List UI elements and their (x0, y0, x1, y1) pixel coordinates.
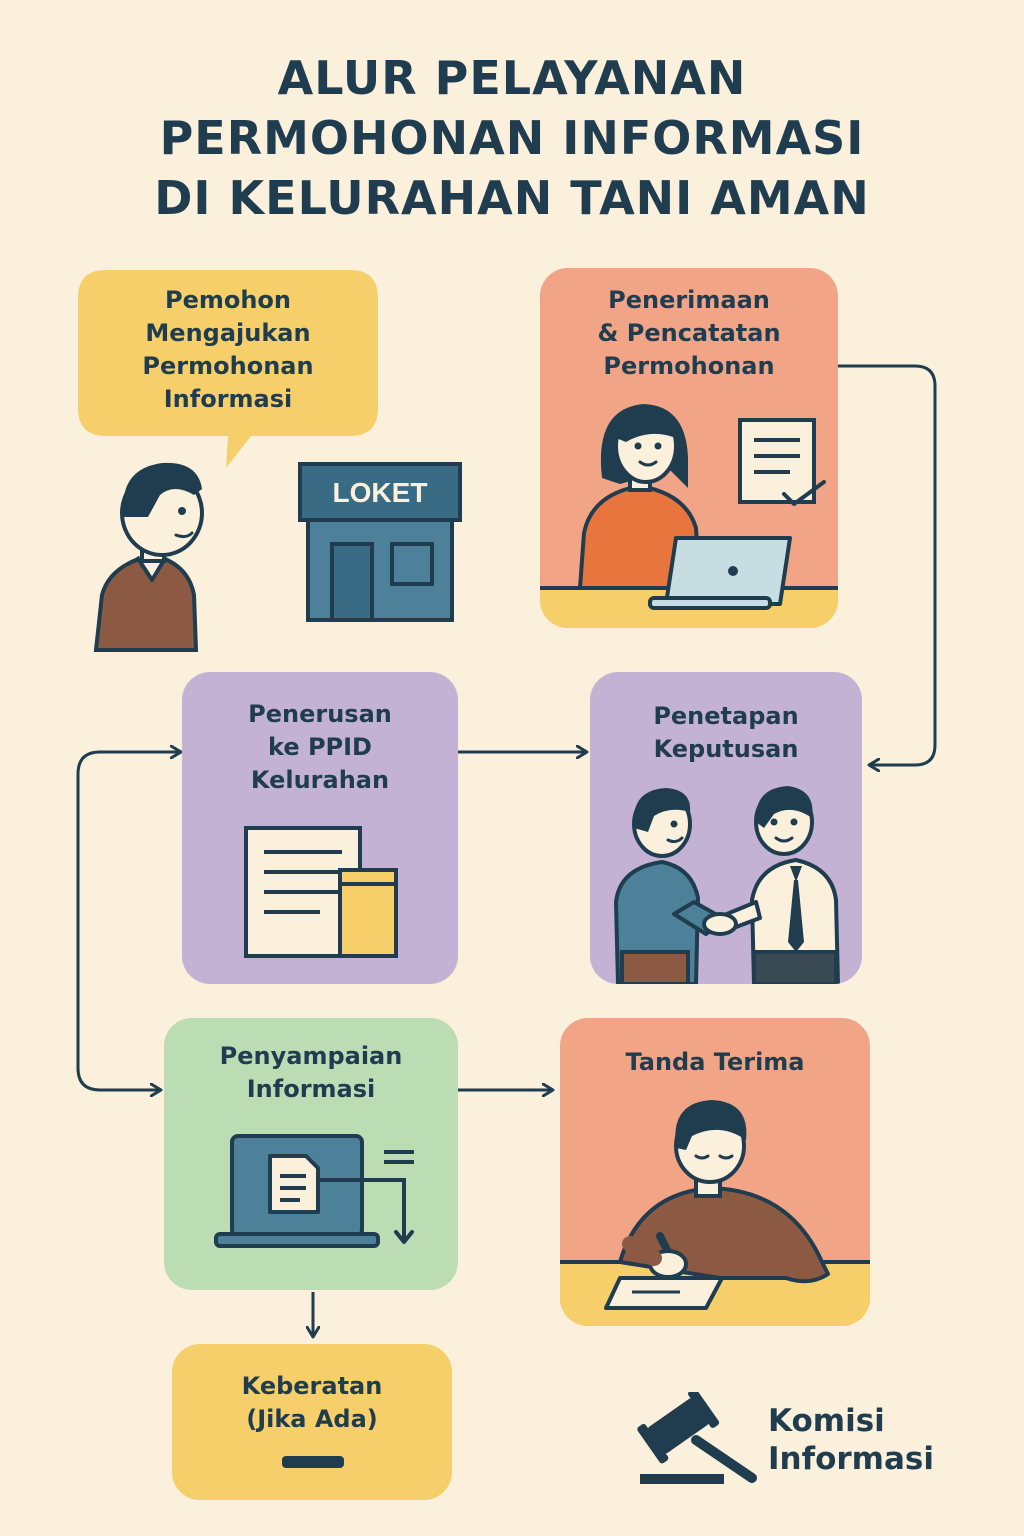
step-penerimaan-box: Penerimaan & Pencatatan Permohonan (540, 268, 838, 628)
gavel-icon (637, 1392, 757, 1484)
step-penerusan-box: Penerusan ke PPID Kelurahan (182, 672, 458, 984)
step-keberatan-label: Keberatan (Jika Ada) (241, 1372, 383, 1433)
pemohon-bubble-shape (78, 270, 378, 468)
step-penyampaian-box: Penyampaian Informasi (164, 1018, 458, 1290)
brand-komisi-informasi: Komisi Informasi (768, 1403, 934, 1477)
step-keberatan-box: Keberatan (Jika Ada) (172, 1344, 452, 1500)
step-penetapan-box: Penetapan Keputusan (590, 672, 862, 984)
arrow-penerimaan-to-penetapan (838, 364, 937, 765)
laptop-document-icon (214, 1134, 414, 1248)
signing-person-icon (560, 1100, 870, 1326)
laptop-clerk-icon (540, 404, 838, 628)
step-penyampaian-label: Penyampaian Informasi (219, 1042, 403, 1103)
loket-sign: LOKET (333, 477, 428, 508)
title-line-1: ALUR PELAYANAN (277, 51, 747, 105)
loket-building-icon: LOKET (298, 462, 462, 622)
person-icon (93, 462, 204, 652)
arrow-loop-left (76, 750, 180, 1090)
step-tanda-terima-label: Tanda Terima (625, 1048, 805, 1076)
step-tanda-terima-box: Tanda Terima (560, 1018, 870, 1326)
step-penerimaan-label: Penerimaan & Pencatatan Permohonan (597, 286, 781, 380)
keberatan-bar-icon (282, 1456, 344, 1468)
step-penetapan-label: Penetapan Keputusan (653, 702, 799, 763)
step-pemohon-label: Pemohon Mengajukan Permohonan Informasi (142, 286, 314, 413)
title-line-3: DI KELURAHAN TANI AMAN (154, 171, 870, 225)
title-line-2: PERMOHONAN INFORMASI (159, 111, 865, 165)
page-title: ALUR PELAYANAN PERMOHONAN INFORMASI DI K… (0, 48, 1024, 228)
handshake-icon (613, 786, 841, 984)
document-folder-icon (244, 826, 398, 958)
step-penerusan-label: Penerusan ke PPID Kelurahan (248, 700, 392, 794)
